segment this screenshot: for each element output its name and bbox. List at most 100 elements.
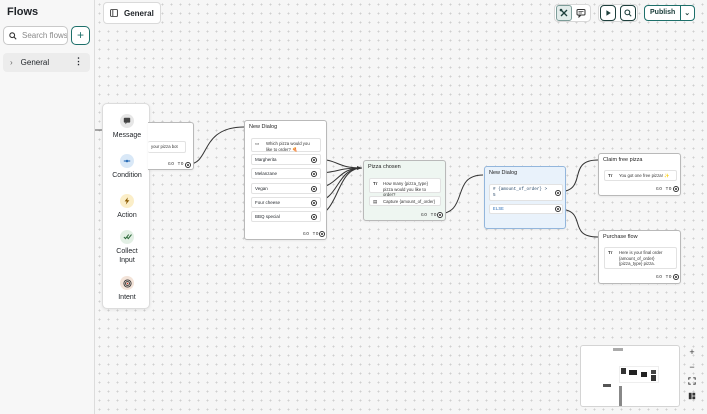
run-tools <box>598 4 638 22</box>
bolt-icon <box>120 194 134 208</box>
sidebar-item-general[interactable]: › General ⋮ <box>3 53 90 72</box>
option-port[interactable] <box>311 186 317 192</box>
node-title: Purchase flow <box>603 234 638 240</box>
publish-label: Publish <box>645 6 682 20</box>
message-icon <box>120 114 134 128</box>
zoom-in-button[interactable]: + <box>684 345 700 360</box>
minimap-node <box>619 386 622 406</box>
palette-item-intent[interactable]: Intent <box>103 276 151 302</box>
node-title: Pizza chosen <box>368 164 401 170</box>
palette-item-condition[interactable]: Condition <box>103 154 151 180</box>
palette-label: Action <box>117 212 137 219</box>
option-port[interactable] <box>311 200 317 206</box>
output-port[interactable] <box>673 274 679 280</box>
text-icon: Tт <box>608 250 613 255</box>
zoom-controls: + − <box>684 345 700 409</box>
claim-free-pizza-node[interactable]: Claim free pizza Tт You got one free piz… <box>598 153 681 196</box>
zoom-out-button[interactable]: − <box>684 360 700 375</box>
search-box[interactable] <box>3 26 68 45</box>
plus-icon: + <box>689 347 695 357</box>
node-message: Tт You got one free pizza! ✨ <box>604 170 677 181</box>
node-message: your pizza bot <box>148 141 186 153</box>
palette-label: Collect Input <box>116 248 138 264</box>
pizza-chosen-node[interactable]: Pizza chosen Tт How many {pizza_type} pi… <box>363 160 446 221</box>
else-branch: ELSE <box>489 204 563 214</box>
fit-view-icon <box>688 377 696 385</box>
capture-icon: ▤ <box>373 199 378 204</box>
layout-button[interactable] <box>684 390 700 405</box>
minimap-node <box>613 348 623 351</box>
option-item[interactable]: Margherita <box>251 154 321 165</box>
condition-icon <box>120 154 134 168</box>
publish-button[interactable]: Publish ⌄ <box>644 5 695 21</box>
flows-sidebar: Flows + › General ⋮ <box>0 0 95 414</box>
option-item[interactable]: BBQ special <box>251 211 321 222</box>
palette-item-action[interactable]: Action <box>103 194 151 220</box>
minimap-node <box>651 375 656 381</box>
node-palette: Message Condition Action Collect Input I… <box>102 103 150 309</box>
purchase-flow-node[interactable]: Purchase flow Tт Here is your final orde… <box>598 230 681 284</box>
output-port[interactable] <box>185 162 191 168</box>
output-port[interactable] <box>319 231 325 237</box>
node-title: New Dialog <box>489 170 518 176</box>
goto-label: GO TO <box>168 162 185 167</box>
output-port[interactable] <box>673 186 679 192</box>
text-icon: Tт <box>373 181 378 186</box>
dialog-node-1[interactable]: New Dialog ▭ Which pizza would you like … <box>244 120 327 240</box>
play-icon <box>606 10 611 16</box>
flow-title-tab[interactable]: General <box>103 2 161 24</box>
output-port[interactable] <box>437 212 443 218</box>
sidebar-item-label: General <box>20 58 50 67</box>
palette-item-message[interactable]: Message <box>103 114 151 140</box>
minimap[interactable] <box>580 345 680 407</box>
minimap-node <box>629 370 637 375</box>
edit-tools <box>554 4 591 22</box>
node-prompt: ▭ Which pizza would you like to order? 🍕 <box>251 138 321 152</box>
sidebar-title: Flows <box>7 6 39 18</box>
tools-icon <box>559 8 568 17</box>
chevron-right-icon: › <box>10 58 13 67</box>
search-input[interactable] <box>22 31 67 40</box>
fit-view-button[interactable] <box>684 375 700 390</box>
add-flow-button[interactable]: + <box>71 26 90 45</box>
target-icon <box>120 276 134 290</box>
node-prompt: Tт How many {pizza_type} pizza would you… <box>369 178 441 197</box>
comment-icon <box>576 9 586 18</box>
text-icon: Tт <box>608 173 613 178</box>
more-options-icon[interactable]: ⋮ <box>74 56 83 66</box>
layout-icon <box>688 392 696 400</box>
search-icon <box>9 31 17 40</box>
option-port[interactable] <box>311 214 317 220</box>
tools-button[interactable] <box>556 5 572 21</box>
node-title: New Dialog <box>249 124 278 130</box>
option-item[interactable]: Four cheese <box>251 197 321 208</box>
minus-icon: − <box>689 362 695 372</box>
goto-label: GO TO <box>656 187 673 192</box>
chevron-down-icon[interactable]: ⌄ <box>684 10 691 17</box>
run-button[interactable] <box>600 5 616 21</box>
condition-port[interactable] <box>555 190 561 196</box>
option-item[interactable]: Melanzane <box>251 168 321 179</box>
option-port[interactable] <box>311 171 317 177</box>
palette-label: Message <box>112 132 142 139</box>
else-port[interactable] <box>555 206 561 212</box>
option-item[interactable]: Vegan <box>251 183 321 194</box>
palette-label: Intent <box>118 294 136 301</box>
message-icon: ▭ <box>255 141 260 146</box>
goto-label: GO TO <box>656 275 673 280</box>
comments-button[interactable] <box>574 5 589 21</box>
goto-label: GO TO <box>421 213 438 218</box>
capture-field: ▤ Capture {amount_of_order} <box>369 196 441 206</box>
goto-label: GO TO <box>303 232 320 237</box>
option-port[interactable] <box>311 157 317 163</box>
inspect-button[interactable] <box>620 5 636 21</box>
palette-item-collect-input[interactable]: Collect Input <box>103 230 151 265</box>
search-icon <box>624 9 632 17</box>
collect-icon <box>120 230 134 244</box>
start-node[interactable]: your pizza bot GO TO <box>148 122 194 170</box>
condition-node[interactable]: New Dialog # {amount_of_order} > 5 ELSE <box>484 166 566 229</box>
flow-title: General <box>124 8 154 18</box>
sidebar-toggle-icon[interactable] <box>110 9 118 17</box>
minimap-node <box>603 384 611 387</box>
palette-label: Condition <box>112 172 142 179</box>
